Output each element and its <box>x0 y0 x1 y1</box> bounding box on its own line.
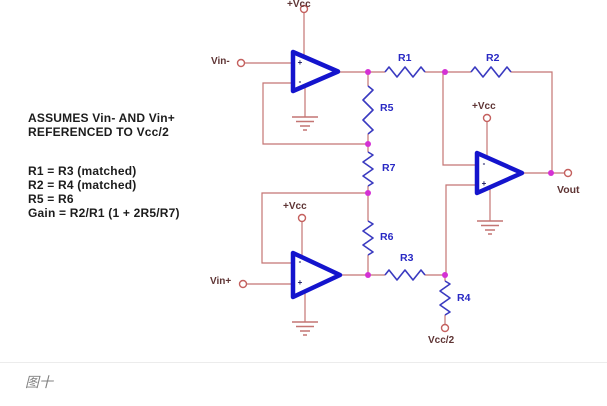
opamp-a2-minus-input-mark: - <box>298 257 302 266</box>
note-match-r1-r3: R1 = R3 (matched) <box>28 164 137 178</box>
terminal-vcc-top <box>299 4 309 14</box>
resistor-r6-symbol <box>362 220 374 256</box>
resistor-r2-label: R2 <box>486 52 500 64</box>
resistor-r4-label: R4 <box>457 292 471 304</box>
resistor-r7-label: R7 <box>382 162 396 174</box>
terminal-vcc-middle <box>482 113 492 123</box>
resistor-r1-label: R1 <box>398 52 412 64</box>
resistor-r3-label: R3 <box>400 252 414 264</box>
resistor-r5-symbol <box>362 85 374 135</box>
vout-label: Vout <box>557 184 580 196</box>
resistor-r6-label: R6 <box>380 231 394 243</box>
resistor-r2-symbol <box>470 66 512 78</box>
opamp-a3-minus-input-mark: - <box>482 159 486 168</box>
vcc-label-top: +Vcc <box>287 0 311 10</box>
junction-dot <box>365 69 371 75</box>
resistor-r5-label: R5 <box>380 102 394 114</box>
ground-icon <box>292 116 318 131</box>
resistor-r4-symbol <box>439 280 451 316</box>
terminal-vout <box>563 168 573 178</box>
circuit-canvas <box>236 4 573 336</box>
junction-dot <box>442 69 448 75</box>
wire <box>511 71 553 173</box>
wire <box>442 71 477 166</box>
note-match-r5-r6: R5 = R6 <box>28 192 74 206</box>
resistor-r7-symbol <box>362 151 374 187</box>
image-bottom-edge <box>0 362 607 363</box>
vin-plus-label: Vin+ <box>210 276 232 287</box>
opamp-a3 <box>474 150 525 196</box>
junction-dot <box>365 272 371 278</box>
vcc-half-label: Vcc/2 <box>428 335 455 346</box>
note-match-r2-r4: R2 = R4 (matched) <box>28 178 137 192</box>
figure-caption: 图十 <box>25 375 53 391</box>
junction-dot <box>365 141 371 147</box>
vin-minus-label: Vin- <box>211 56 230 67</box>
note-assumption-line2: REFERENCED TO Vcc/2 <box>28 125 169 139</box>
opamp-a1-plus-input-mark: + <box>297 58 303 67</box>
vcc-label-bottom: +Vcc <box>283 201 307 212</box>
note-assumption-line1: ASSUMES Vin- AND Vin+ <box>28 111 176 125</box>
opamp-a1-minus-input-mark: - <box>298 77 302 86</box>
junction-dot <box>442 272 448 278</box>
ground-icon <box>292 321 318 336</box>
resistor-r1-symbol <box>384 66 426 78</box>
junction-dot <box>365 190 371 196</box>
wire <box>445 184 477 276</box>
terminal-vin-minus <box>236 58 246 68</box>
terminal-vcc-half <box>440 323 450 333</box>
notes-block: ASSUMES Vin- AND Vin+ REFERENCED TO Vcc/… <box>28 111 180 220</box>
opamp-a2 <box>290 250 343 300</box>
vcc-label-middle: +Vcc <box>472 101 496 112</box>
ground-icon <box>477 220 503 235</box>
opamp-a1 <box>290 49 341 94</box>
terminal-vin-plus <box>238 279 248 289</box>
wire <box>262 82 368 145</box>
wire <box>261 192 368 264</box>
opamp-a3-plus-input-mark: + <box>481 179 487 188</box>
junction-dot <box>548 170 554 176</box>
resistor-r3-symbol <box>384 269 426 281</box>
terminal-vcc-bottom <box>297 213 307 223</box>
note-gain-formula: Gain = R2/R1 (1 + 2R5/R7) <box>28 206 180 220</box>
opamp-a2-plus-input-mark: + <box>297 278 303 287</box>
